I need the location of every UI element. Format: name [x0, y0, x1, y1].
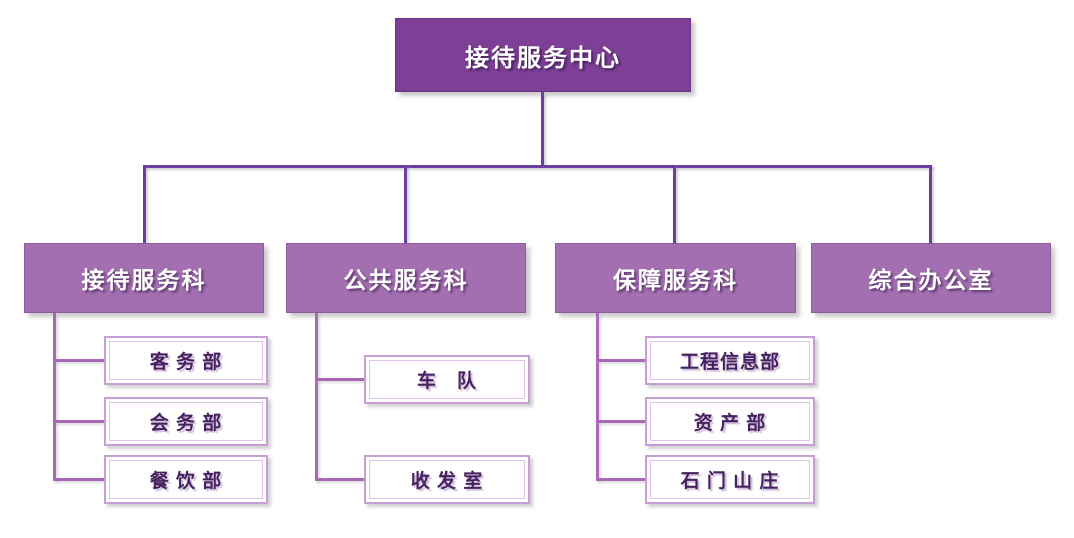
child-box-conference-affairs: 会 务 部 — [104, 397, 268, 446]
connector-group3-stub-3 — [596, 478, 646, 481]
dept-box-support-service: 保障服务科 — [555, 243, 796, 313]
connector-main-horizontal — [143, 165, 932, 168]
child-box-mail-room: 收 发 室 — [364, 455, 530, 504]
connector-group1-stub-2 — [53, 420, 105, 423]
child-box-motor-pool: 车 队 — [364, 355, 530, 404]
connector-root-vertical — [541, 92, 544, 166]
child-box-shimen-villa: 石 门 山 庄 — [645, 455, 815, 504]
dept-box-general-office: 综合办公室 — [811, 243, 1051, 313]
child-box-engineering-info: 工程信息部 — [645, 336, 815, 385]
connector-group1-vertical — [53, 313, 56, 481]
dept-box-reception-service: 接待服务科 — [24, 243, 264, 313]
connector-group3-stub-1 — [596, 359, 646, 362]
child-box-assets: 资 产 部 — [645, 397, 815, 446]
connector-group2-stub-1 — [315, 378, 365, 381]
child-box-guest-affairs: 客 务 部 — [104, 336, 268, 385]
connector-drop-dept-1 — [143, 165, 146, 243]
connector-drop-dept-2 — [404, 165, 407, 243]
connector-group2-vertical — [315, 313, 318, 481]
connector-drop-dept-3 — [673, 165, 676, 243]
root-box: 接待服务中心 — [395, 18, 691, 92]
dept-box-public-service: 公共服务科 — [286, 243, 526, 313]
connector-group2-stub-2 — [315, 478, 365, 481]
child-box-catering: 餐 饮 部 — [104, 455, 268, 504]
connector-drop-dept-4 — [929, 165, 932, 243]
connector-group1-stub-3 — [53, 478, 105, 481]
connector-group3-stub-2 — [596, 420, 646, 423]
connector-group3-vertical — [596, 313, 599, 481]
connector-group1-stub-1 — [53, 359, 105, 362]
